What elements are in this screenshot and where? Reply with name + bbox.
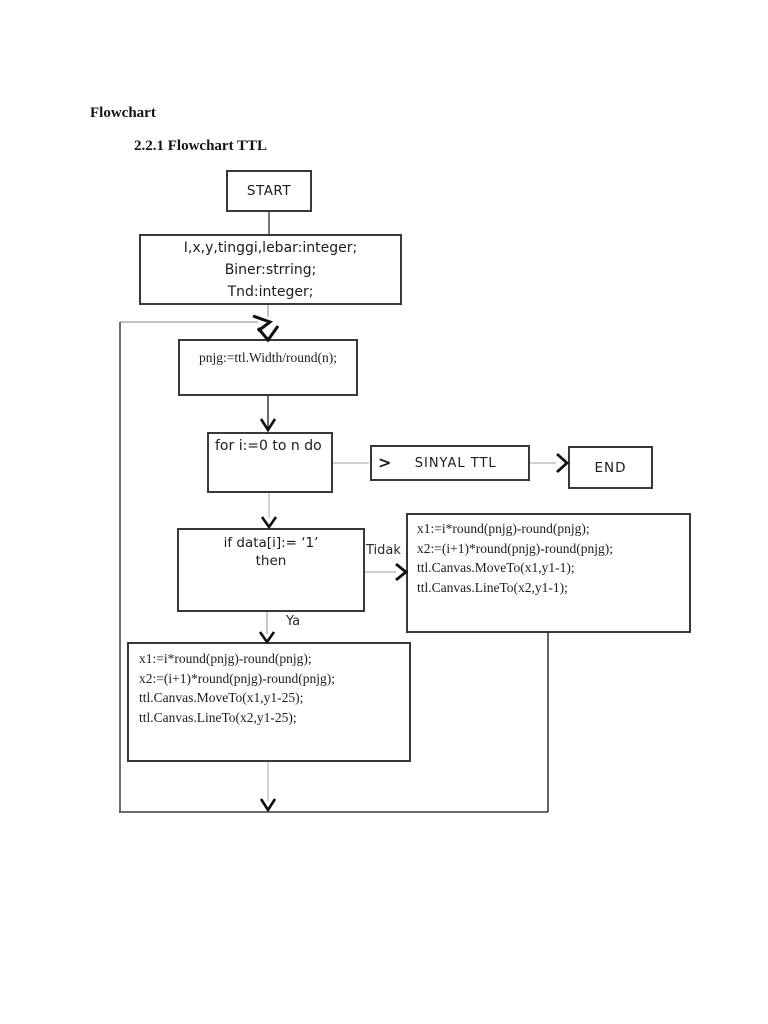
- code-line: ttl.Canvas.LineTo(x2,y1-25);: [139, 709, 297, 725]
- arrow-right-glyph-icon: >: [378, 453, 392, 472]
- code-line: x2:=(i+1)*round(pnjg)-round(pnjg);: [417, 540, 613, 556]
- page-title: Flowchart: [90, 105, 156, 121]
- node-sinyal-ttl: > SINYAL TTL: [370, 445, 530, 481]
- condition-line: then: [255, 553, 287, 569]
- code-line: x1:=i*round(pnjg)-round(pnjg);: [139, 651, 312, 666]
- arrow-down-icon: [260, 516, 278, 530]
- arrow-down-icon: [259, 418, 277, 433]
- merge-chevron-icon: [252, 314, 274, 333]
- pnjg-label: pnjg:=ttl.Width/round(n);: [199, 350, 337, 365]
- code-line: x1:=i*round(pnjg)-round(pnjg);: [417, 521, 590, 536]
- end-label: END: [594, 459, 627, 476]
- node-condition: if data[i]:= ‘1’ then: [177, 528, 365, 612]
- declaration-line: I,x,y,tinggi,lebar:integer;: [183, 240, 358, 256]
- code-line: ttl.Canvas.LineTo(x2,y1-1);: [417, 579, 568, 595]
- sinyal-ttl-label: SINYAL TTL: [414, 455, 497, 471]
- declaration-line: Biner:strring;: [224, 262, 317, 278]
- declaration-line: Tnd:integer;: [227, 284, 314, 300]
- node-branch-tidak-code: x1:=i*round(pnjg)-round(pnjg); x2:=(i+1)…: [406, 513, 691, 633]
- section-title: 2.2.1 Flowchart TTL: [134, 138, 268, 154]
- start-label: START: [246, 183, 292, 199]
- for-loop-label: for i:=0 to n do: [215, 438, 322, 454]
- node-for-loop: for i:=0 to n do: [207, 432, 333, 493]
- node-branch-ya-code: x1:=i*round(pnjg)-round(pnjg); x2:=(i+1)…: [127, 642, 411, 762]
- node-process-pnjg: pnjg:=ttl.Width/round(n);: [178, 339, 358, 396]
- code-line: ttl.Canvas.MoveTo(x1,y1-25);: [139, 690, 304, 705]
- arrow-right-icon: [556, 452, 570, 474]
- branch-label-ya: Ya: [286, 614, 301, 629]
- node-end: END: [568, 446, 653, 489]
- condition-line: if data[i]:= ‘1’: [223, 535, 319, 551]
- node-declaration: I,x,y,tinggi,lebar:integer; Biner:strrin…: [139, 234, 402, 305]
- arrow-right-icon: [395, 562, 409, 582]
- node-start: START: [226, 170, 312, 212]
- code-line: ttl.Canvas.MoveTo(x1,y1-1);: [417, 560, 575, 575]
- merge-chevron-icon: [256, 325, 280, 343]
- arrow-down-icon: [259, 798, 277, 813]
- arrow-down-icon: [258, 631, 276, 645]
- branch-label-tidak: Tidak: [366, 543, 401, 558]
- code-line: x2:=(i+1)*round(pnjg)-round(pnjg);: [139, 670, 335, 686]
